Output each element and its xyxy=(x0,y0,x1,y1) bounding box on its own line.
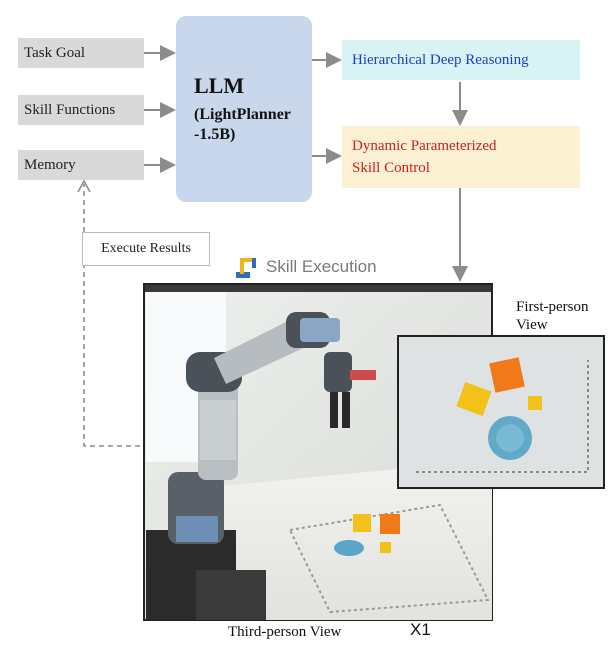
llm-model-line2: -1.5B) xyxy=(194,126,236,143)
yellow-cube-icon xyxy=(353,514,371,532)
fp-orange-cube-icon xyxy=(489,357,525,393)
skill-functions-label: Skill Functions xyxy=(24,101,116,118)
llm-title: LLM xyxy=(194,73,245,98)
first-person-caption-line2: View xyxy=(516,317,548,333)
memory-box: Memory xyxy=(18,150,144,180)
reasoning-label: Hierarchical Deep Reasoning xyxy=(352,51,529,68)
fp-small-yellow-cube-icon xyxy=(528,396,542,410)
first-person-caption: First-person View xyxy=(516,298,589,334)
feedback-dashed-line xyxy=(83,184,140,447)
skill-execution-label: Skill Execution xyxy=(266,257,377,276)
skill-functions-box: Skill Functions xyxy=(18,95,144,125)
third-person-caption: Third-person View xyxy=(228,624,342,640)
feedback-arrowhead xyxy=(77,179,91,193)
fp-yellow-cube-icon xyxy=(456,381,492,417)
execute-results-text: Execute Results xyxy=(101,241,191,256)
execute-results-label: Execute Results xyxy=(82,232,210,266)
skill-execution-header: Skill Execution xyxy=(236,254,377,280)
task-goal-box: Task Goal xyxy=(18,38,144,68)
reasoning-box: Hierarchical Deep Reasoning xyxy=(342,40,580,80)
robot-arm-icon xyxy=(236,258,256,278)
first-person-caption-line1: First-person xyxy=(516,299,589,315)
small-yellow-cube-icon xyxy=(380,542,391,553)
orange-cube-icon xyxy=(380,514,400,534)
memory-label: Memory xyxy=(24,156,76,173)
first-person-view xyxy=(397,335,605,489)
llm-box: LLM (LightPlanner -1.5B) xyxy=(176,16,312,202)
blue-bowl-icon xyxy=(334,540,364,556)
playback-speed: X1 xyxy=(410,620,431,639)
llm-model-line1: (LightPlanner xyxy=(194,106,291,123)
skill-control-line2: Skill Control xyxy=(352,160,430,176)
skill-control-box: Dynamic Parameterized Skill Control xyxy=(342,126,580,188)
task-goal-label: Task Goal xyxy=(24,44,86,61)
skill-control-line1: Dynamic Parameterized xyxy=(352,138,497,154)
